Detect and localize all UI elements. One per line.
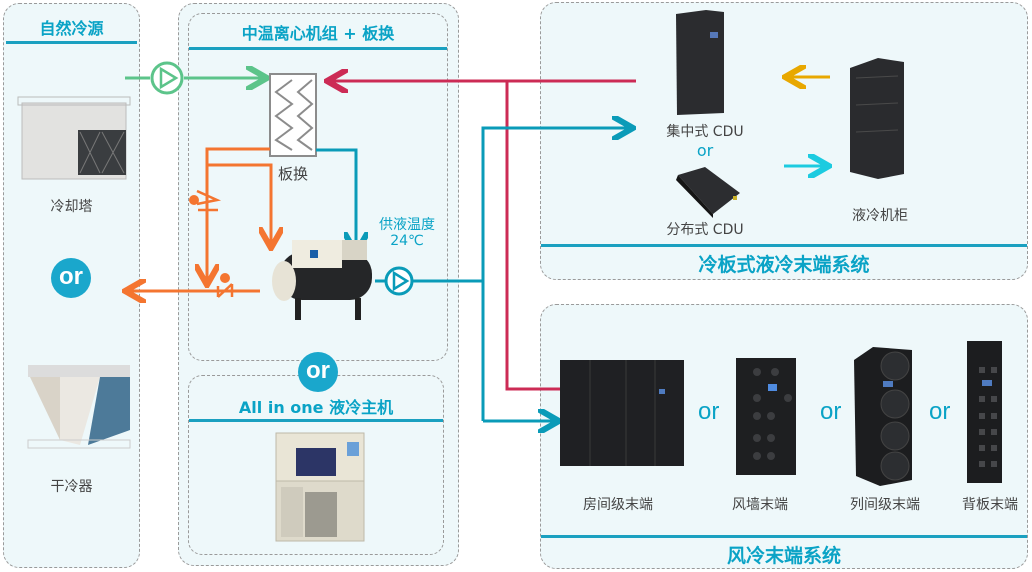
plate-hx-label: 板换: [277, 165, 308, 183]
rear-door-terminal-label: 背板末端: [962, 497, 1018, 513]
dry-cooler-label: 干冷器: [50, 479, 93, 495]
liquid-cooling-rack-image: [850, 58, 904, 179]
option-b-rule: [189, 419, 443, 422]
natural-source-title: 自然冷源: [39, 19, 104, 38]
plate-heat-exchanger-icon: [269, 73, 317, 157]
refrigerant-line: [128, 147, 271, 291]
supply-temp-value: 24℃: [390, 233, 424, 249]
centrifugal-chiller-image: [272, 240, 372, 320]
supply-temp-label: 供液温度: [379, 217, 435, 233]
option-a-rule: [189, 47, 447, 50]
dry-cooler-image: [27, 365, 131, 449]
central-cdu-label: 集中式 CDU: [666, 124, 744, 140]
natural-source-rule: [6, 41, 137, 44]
in-row-terminal-label: 列间级末端: [850, 497, 920, 513]
cdu-or-label: or: [696, 141, 714, 160]
cooling-tower-label: 冷却塔: [50, 199, 93, 215]
pump-icon-blue: [384, 266, 414, 296]
all-in-one-chiller-image: [275, 432, 365, 542]
supply-line: [316, 128, 630, 421]
cold-plate-panel: [540, 2, 1028, 280]
option-a-title: 中温离心机组 + 板换: [241, 24, 395, 43]
room-level-terminal-label: 房间级末端: [583, 497, 653, 513]
air-terminal-title: 风冷末端系统: [726, 545, 841, 567]
cold-plate-title: 冷板式液冷末端系统: [698, 254, 870, 276]
rear-door-terminal-image: [967, 341, 1002, 483]
distributed-cdu-label: 分布式 CDU: [666, 222, 744, 238]
cooling-tower-image: [17, 96, 131, 180]
or-text-3: or: [929, 398, 951, 425]
or-text-2: or: [820, 398, 842, 425]
central-cdu-image: [676, 10, 724, 115]
cold-plate-rule: [541, 244, 1027, 247]
distributed-cdu-image: [676, 167, 740, 218]
air-terminal-rule: [541, 535, 1027, 538]
or-badge-chiller: or: [298, 352, 338, 392]
or-badge-natural-source: or: [51, 258, 91, 298]
fan-wall-terminal-image: [736, 358, 796, 475]
fan-wall-terminal-label: 风墙末端: [732, 497, 788, 513]
room-level-terminal-image: [560, 360, 684, 466]
expansion-valve-icon: [189, 189, 222, 212]
in-row-terminal-image: [854, 347, 912, 486]
check-valve-icon: [212, 273, 234, 298]
pump-icon-green: [150, 61, 184, 95]
liquid-cooling-rack-label: 液冷机柜: [852, 208, 908, 224]
return-line: [330, 81, 636, 391]
or-text-1: or: [698, 398, 720, 425]
option-b-title: All in one 液冷主机: [238, 398, 394, 417]
